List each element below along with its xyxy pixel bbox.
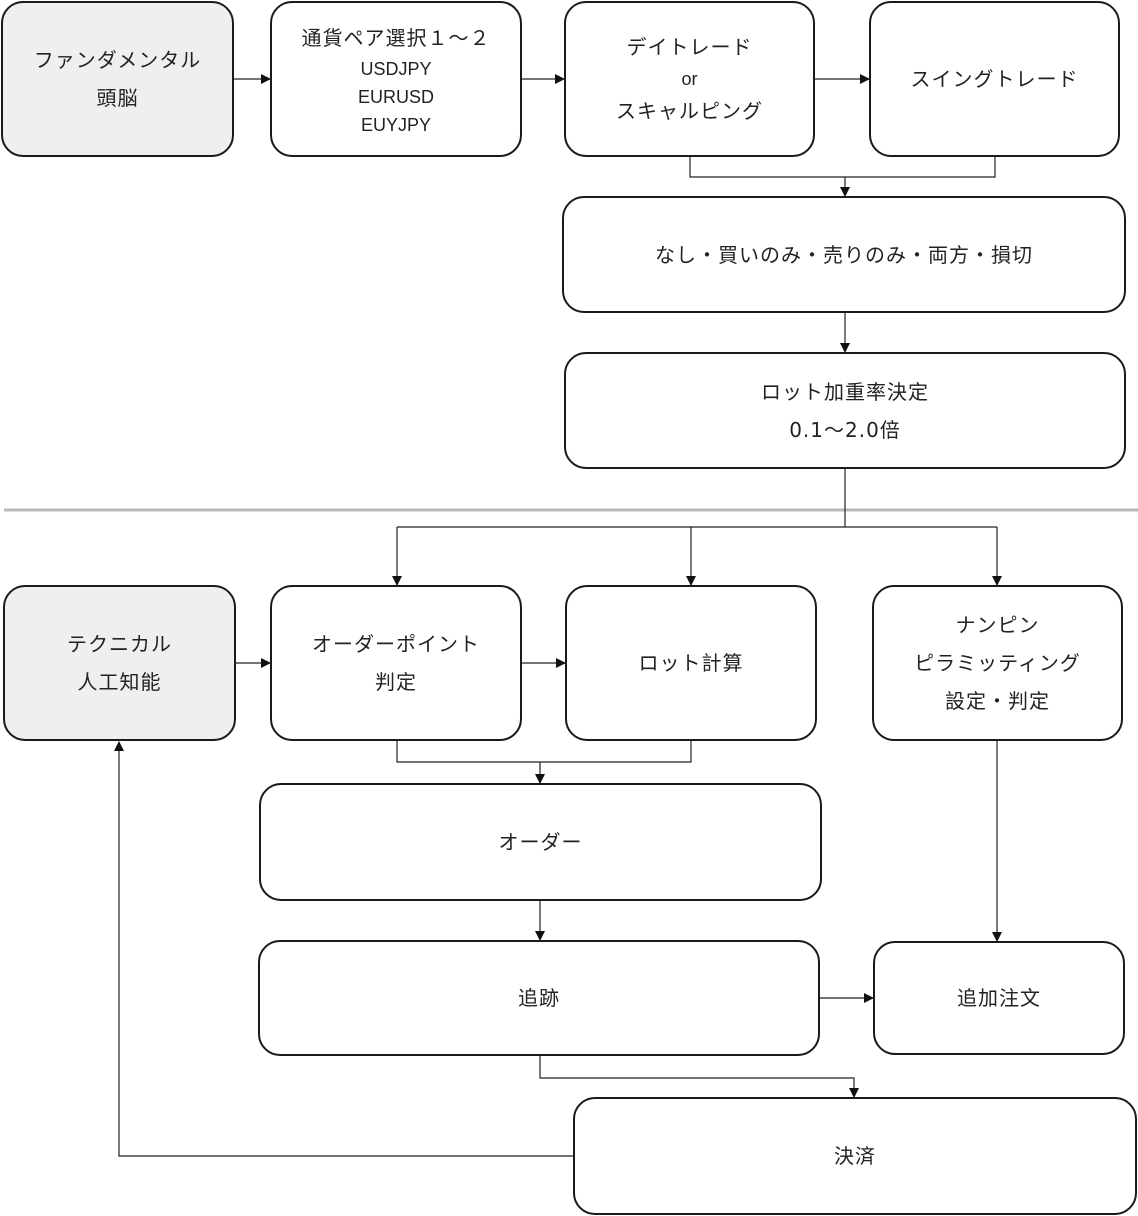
connector-lotweight-branch xyxy=(397,469,997,528)
node-technical-line2: 人工知能 xyxy=(77,670,162,694)
node-daytrade-line1: デイトレード xyxy=(626,35,753,59)
node-technical-line1: テクニカル xyxy=(67,632,172,656)
node-nanpin-line2: ピラミッティング xyxy=(914,651,1081,675)
node-swing: スイングトレード xyxy=(869,1,1120,157)
node-nanpin-line1: ナンピン xyxy=(955,613,1040,637)
pair-euyjpy: EUYJPY xyxy=(360,115,432,135)
node-tracking-label: 追跡 xyxy=(518,986,560,1010)
node-pair-select-title: 通貨ペア選択１～２ xyxy=(301,26,491,50)
node-additional-order-label: 追加注文 xyxy=(957,986,1041,1010)
node-pair-select: 通貨ペア選択１～２ USDJPY EURUSD EUYJPY xyxy=(270,1,522,157)
node-fundamental-line2: 頭脳 xyxy=(96,86,139,110)
node-swing-label: スイングトレード xyxy=(910,67,1079,91)
node-daytrade-line3: スキャルピング xyxy=(616,99,763,123)
node-lot-weight-line1: ロット加重率決定 xyxy=(761,379,929,404)
node-settlement: 決済 xyxy=(573,1097,1137,1215)
node-fundamental-line1: ファンダメンタル xyxy=(33,48,202,72)
node-direction: なし・買いのみ・売りのみ・両方・損切 xyxy=(562,196,1126,313)
node-nanpin-line3: 設定・判定 xyxy=(945,689,1050,713)
node-tracking: 追跡 xyxy=(258,940,820,1056)
node-order: オーダー xyxy=(259,783,822,901)
arrow-settlement-to-technical xyxy=(114,741,573,1157)
node-technical: テクニカル 人工知能 xyxy=(3,585,236,741)
node-order-label: オーダー xyxy=(498,830,583,854)
arrow-tracking-to-settlement xyxy=(539,1056,859,1098)
node-order-point: オーダーポイント 判定 xyxy=(270,585,522,741)
node-daytrade: デイトレード or スキャルピング xyxy=(564,1,815,157)
node-lot-calc: ロット計算 xyxy=(565,585,817,741)
node-direction-label: なし・買いのみ・売りのみ・両方・損切 xyxy=(655,242,1033,267)
node-order-point-line1: オーダーポイント xyxy=(312,632,480,656)
connector-orderpoint-lotcalc-merge xyxy=(396,741,692,763)
node-settlement-label: 決済 xyxy=(834,1144,876,1168)
node-additional-order: 追加注文 xyxy=(873,941,1125,1055)
node-lot-weight: ロット加重率決定 0.1～2.0倍 xyxy=(564,352,1126,469)
connector-daytrade-swing-merge xyxy=(689,157,996,178)
node-lot-weight-line2: 0.1～2.0倍 xyxy=(789,417,901,442)
node-lot-calc-label: ロット計算 xyxy=(638,651,744,675)
pair-usdjpy: USDJPY xyxy=(360,59,432,79)
node-order-point-line2: 判定 xyxy=(375,670,417,694)
node-daytrade-line2: or xyxy=(681,69,698,89)
node-fundamental: ファンダメンタル 頭脳 xyxy=(1,1,234,157)
pair-eurusd: EURUSD xyxy=(357,87,434,107)
node-nanpin: ナンピン ピラミッティング 設定・判定 xyxy=(872,585,1123,741)
